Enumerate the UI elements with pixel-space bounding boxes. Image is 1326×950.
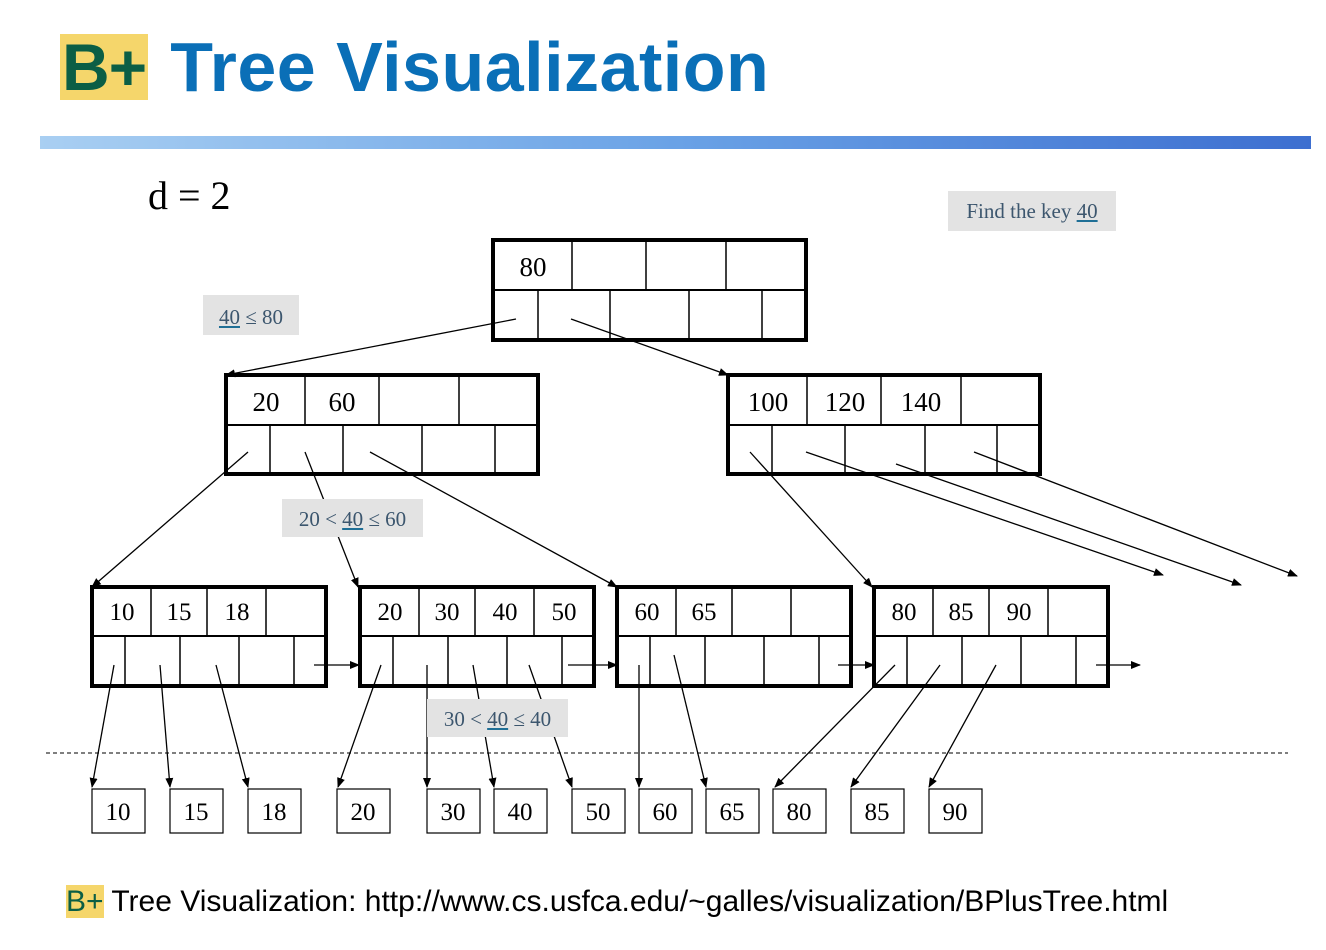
leaf-1-record-3-arrow xyxy=(215,664,250,788)
record-8: 60 xyxy=(653,799,678,826)
footer-badge: B+ xyxy=(66,885,104,918)
leaf-2-key-3: 40 xyxy=(493,599,518,626)
internal-right-key-1: 100 xyxy=(748,387,789,417)
title-badge: B+ xyxy=(60,30,149,104)
internal-node-left: 20 60 xyxy=(224,373,540,476)
footer-link-text: B+ Tree Visualization: http://www.cs.usf… xyxy=(66,885,1168,919)
leaf-comparison-note: 30 < 40 ≤ 40 xyxy=(427,699,568,737)
leaf-1-record-1-arrow xyxy=(89,664,115,788)
find-key-note: Find the key 40 xyxy=(948,191,1116,231)
leaf-node-1: 10 15 18 xyxy=(90,585,328,688)
leaf-1-record-2-arrow xyxy=(159,664,174,788)
internal-comparison-key: 40 xyxy=(342,507,364,531)
order-label: d = 2 xyxy=(148,173,231,218)
record-5: 30 xyxy=(441,799,466,826)
root-node: 80 xyxy=(491,238,808,342)
root-comparison-note: 40 ≤ 80 xyxy=(203,295,299,335)
leaf-2-record-1-arrow xyxy=(337,664,382,788)
internal-right-pointer-1-arrow xyxy=(749,451,873,588)
leaf-node-4: 80 85 90 xyxy=(872,585,1110,688)
root-left-pointer-arrow xyxy=(225,318,517,378)
title-text: Tree Visualization xyxy=(170,28,770,106)
leaf-1-key-1: 10 xyxy=(110,599,135,626)
record-9: 65 xyxy=(720,799,745,826)
leaf-node-3: 60 65 xyxy=(615,585,853,688)
leaf-4-key-1: 80 xyxy=(892,599,917,626)
search-key: 40 xyxy=(1076,199,1098,223)
leaf-3-key-2: 65 xyxy=(692,599,717,626)
record-1: 10 xyxy=(106,799,131,826)
record-12: 90 xyxy=(943,799,968,826)
title-divider xyxy=(40,136,1311,149)
record-3: 18 xyxy=(262,799,287,826)
leaf-4-key-2: 85 xyxy=(949,599,974,626)
record-boxes: 10 15 18 20 30 40 50 60 65 80 85 90 xyxy=(91,788,983,834)
leaf-node-2: 20 30 40 50 xyxy=(358,585,596,688)
root-comparison-key: 40 xyxy=(218,305,240,329)
leaf-3-key-1: 60 xyxy=(635,599,660,626)
leaf-2-key-2: 30 xyxy=(435,599,460,626)
internal-left-key-1: 20 xyxy=(253,387,280,417)
internal-comparison-note: 20 < 40 ≤ 60 xyxy=(282,499,423,537)
leaf-1-key-3: 18 xyxy=(225,599,250,626)
internal-right-pointer-4-arrow xyxy=(973,451,1298,577)
internal-right-key-3: 140 xyxy=(901,387,942,417)
leaf-2-key-4: 50 xyxy=(552,599,577,626)
record-10: 80 xyxy=(787,799,812,826)
leaf-4-record-3-arrow xyxy=(928,664,997,788)
record-7: 50 xyxy=(586,799,611,826)
page-title: B+ Tree Visualization xyxy=(60,22,769,112)
internal-right-pointer-2-arrow xyxy=(805,451,1164,576)
record-2: 15 xyxy=(184,799,209,826)
root-key-1: 80 xyxy=(520,252,547,282)
leaf-comparison-key: 40 xyxy=(487,707,509,731)
root-right-pointer-arrow xyxy=(570,318,729,376)
leaf-4-key-3: 90 xyxy=(1007,599,1032,626)
internal-left-pointer-3-arrow xyxy=(369,451,618,588)
record-4: 20 xyxy=(351,799,376,826)
record-11: 85 xyxy=(865,799,890,826)
leaf-3-record-2-arrow xyxy=(673,654,708,788)
leaf-1-key-2: 15 xyxy=(167,599,192,626)
leaf-4-record-1-arrow xyxy=(774,664,896,788)
internal-right-pointer-3-arrow xyxy=(895,463,1242,586)
footer-text: Tree Visualization: http://www.cs.usfca.… xyxy=(103,885,1169,918)
internal-left-key-2: 60 xyxy=(329,387,356,417)
leaf-4-record-2-arrow xyxy=(850,664,941,788)
record-6: 40 xyxy=(508,799,533,826)
internal-left-pointer-1-arrow xyxy=(91,451,249,588)
leaf-2-key-1: 20 xyxy=(378,599,403,626)
internal-right-key-2: 120 xyxy=(825,387,866,417)
